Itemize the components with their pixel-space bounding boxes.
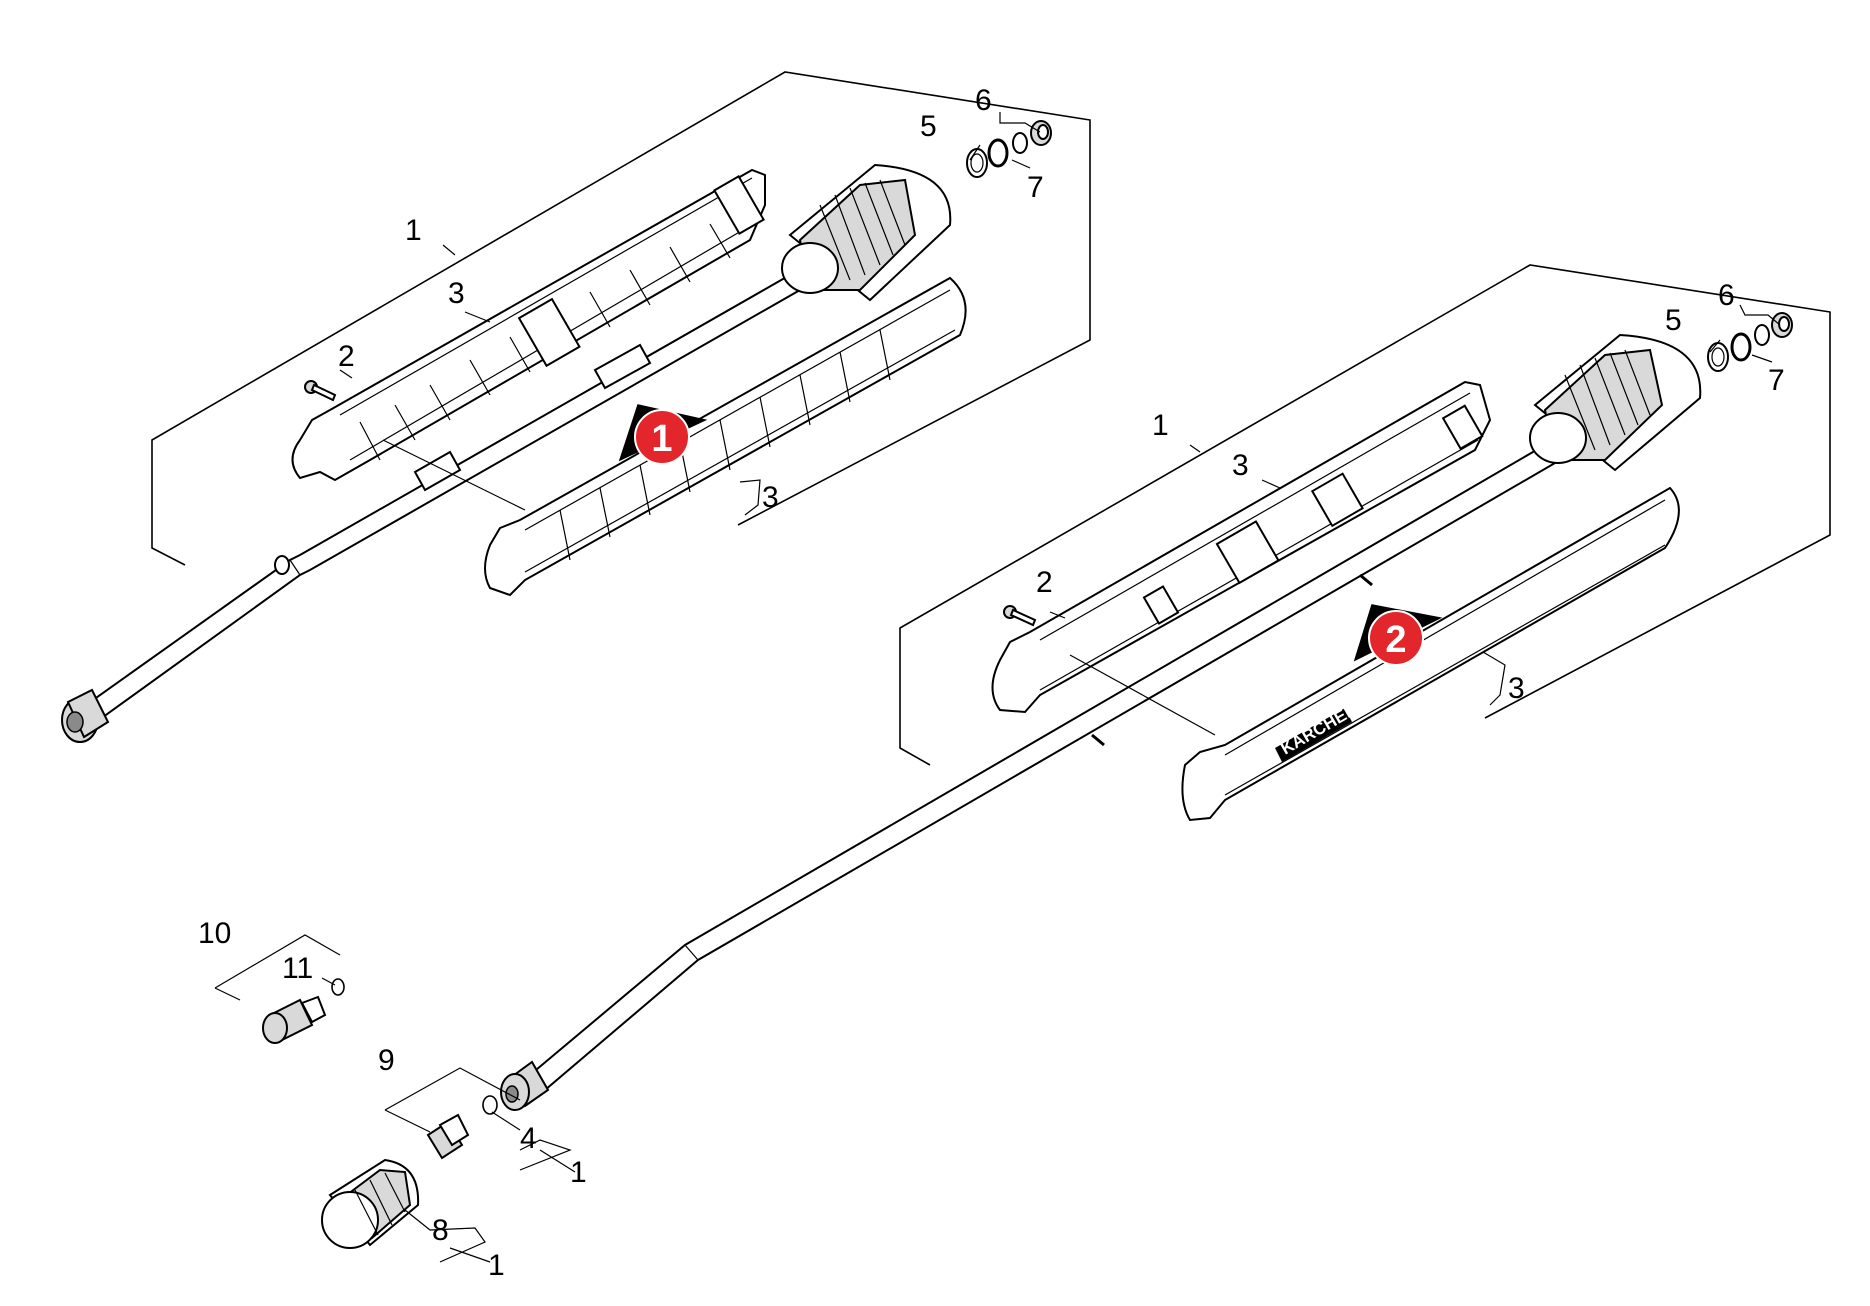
callout-b-6: 6 [1718,279,1735,312]
callout-8: 8 [432,1214,449,1247]
loose-parts: 10 11 9 4 1 8 1 [198,917,587,1282]
o-ring-11 [331,978,345,996]
group-b-frame [899,264,1831,766]
group-b-screw [1003,605,1037,627]
callout-a-1: 1 [405,214,422,247]
callout-a-7: 7 [1027,171,1044,204]
callout-4-1: 1 [570,1156,587,1189]
badge-2: 2 [1353,604,1443,666]
group-a-nut-6 [1012,120,1052,154]
callout-b-2: 2 [1036,566,1053,599]
callout-b-1: 1 [1152,409,1169,442]
group-a-frame [151,71,1091,566]
callout-4: 4 [520,1122,537,1155]
group-a-thread-end [61,688,110,743]
callout-9: 9 [378,1044,395,1077]
callout-a-3b: 3 [762,481,779,514]
group-a-nozzle-cone [781,163,952,302]
group-b-nut-6 [1754,312,1793,346]
callout-b-3b: 3 [1508,672,1525,705]
callout-a-2: 2 [338,340,355,373]
knob-8 [321,1158,420,1249]
badge-1-circle [634,409,690,465]
group-b-nozzle-cone [1529,333,1702,472]
callout-11: 11 [282,952,313,985]
assembly-group-a: 1 3 2 3 5 6 7 1 [61,71,1091,743]
group-a-seal-ring-5 [966,148,988,178]
callout-b-7: 7 [1768,364,1785,397]
callout-8-1: 1 [488,1249,505,1282]
badge-1: 1 [618,404,708,465]
group-a-o-ring-7 [987,138,1009,168]
callout-a-5: 5 [920,110,937,143]
assembly-group-b: KÄRCHER 1 3 2 3 5 6 7 [500,264,1831,1111]
group-b-lance [528,443,1557,1092]
callout-a-6: 6 [975,84,992,117]
badge-2-circle [1368,610,1424,666]
group-a-lance [70,273,802,732]
callout-b-3: 3 [1232,449,1249,482]
group-b-o-ring-7 [1730,332,1752,362]
callout-b-5: 5 [1665,304,1682,337]
clip-9 [426,1113,470,1160]
adapter-10 [262,995,327,1044]
group-b-seal-ring-5 [1707,342,1729,372]
callout-10: 10 [198,917,231,950]
callout-a-3: 3 [448,277,465,310]
group-a-screw [304,380,337,402]
badge-1-label: 1 [651,418,672,460]
o-ring-4 [482,1095,498,1115]
badge-2-label: 2 [1385,619,1406,661]
